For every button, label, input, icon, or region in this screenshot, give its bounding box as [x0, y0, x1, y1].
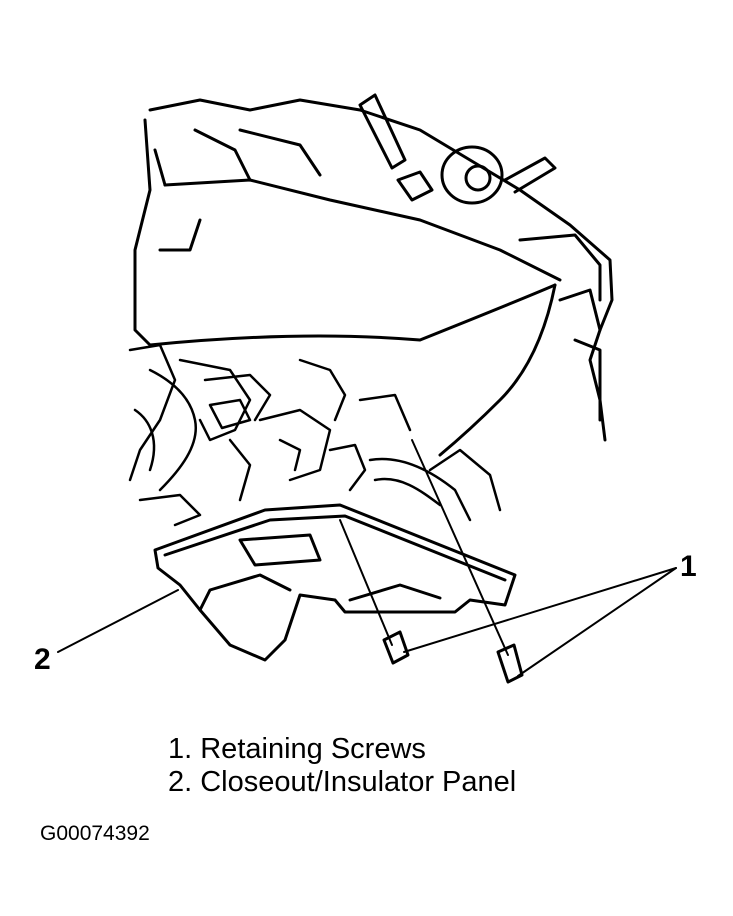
legend-item-retaining-screws: 1. Retaining Screws: [168, 733, 426, 765]
turn-signal-lever: [358, 93, 434, 202]
figure-id: G00074392: [40, 822, 150, 845]
legend-item-closeout-panel: 2. Closeout/Insulator Panel: [168, 766, 517, 798]
closeout-insulator-panel: [153, 503, 517, 662]
callout-label-1: 1: [680, 550, 697, 583]
steering-column-cover: [133, 98, 614, 457]
leader-lines: [57, 567, 677, 677]
retaining-screw-right: [411, 439, 524, 684]
dash-trim-right: [518, 233, 602, 422]
legend: 1. Retaining Screws 2. Closeout/Insulato…: [168, 733, 516, 799]
callout-label-2: 2: [34, 643, 51, 676]
retaining-screw-left: [339, 519, 410, 665]
dashboard-illustration: [57, 93, 677, 684]
ignition-switch: [440, 145, 557, 205]
wiring-and-brackets: [128, 343, 502, 527]
